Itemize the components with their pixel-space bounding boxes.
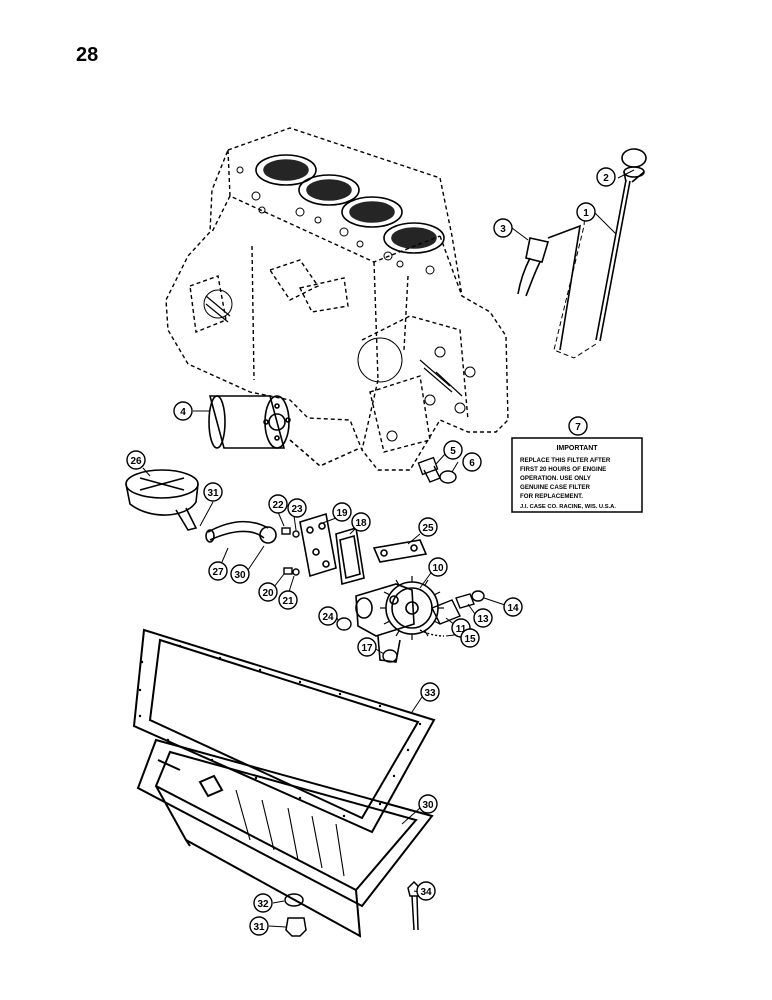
callout-number: 27 [212, 567, 224, 578]
callout-23: 25 [418, 517, 438, 537]
callout-14: 15 [460, 628, 480, 648]
decal-line: REPLACE THIS FILTER AFTER [520, 457, 611, 464]
decal-line: GENUINE CASE FILTER [520, 484, 591, 491]
callout-1: 1 [576, 202, 596, 222]
washer-6 [439, 470, 457, 484]
callout-number: 32 [257, 899, 269, 910]
callout-number: 24 [322, 612, 334, 623]
callout-24: 26 [126, 450, 146, 470]
callout-number: 7 [575, 422, 581, 433]
callout-25: 27 [208, 561, 228, 581]
callout-number: 17 [361, 643, 373, 654]
callout-3: 3 [493, 218, 513, 238]
callout-12: 13 [473, 608, 493, 628]
gasket-texture [138, 644, 422, 818]
callout-number: 4 [180, 407, 186, 418]
callout-34: 34 [416, 881, 436, 901]
callout-21: 23 [287, 498, 307, 518]
callout-number: 14 [507, 603, 519, 614]
drain-plug-5 [417, 456, 441, 483]
leader-lines [142, 169, 635, 928]
gasket-23 [372, 539, 428, 563]
callout-4: 4 [173, 401, 193, 421]
callout-16: 18 [351, 512, 371, 532]
callout-19: 21 [278, 590, 298, 610]
callout-number: 30 [422, 800, 434, 811]
callout-22: 24 [318, 606, 338, 626]
callout-number: 25 [422, 523, 434, 534]
callout-number: 3 [500, 224, 506, 235]
callout-number: 10 [432, 563, 444, 574]
callout-number: 6 [469, 458, 475, 469]
pump-cover [299, 512, 337, 578]
oil-pickup-tube [205, 520, 277, 544]
callout-10: 10 [428, 557, 448, 577]
callout-number: 31 [253, 922, 265, 933]
drain-plug-31 [285, 917, 307, 937]
callout-number: 20 [262, 588, 274, 599]
decal-title: IMPORTANT [556, 445, 598, 452]
relief-valve-parts [419, 590, 485, 637]
dipstick [595, 148, 647, 342]
decal-line: FIRST 20 HOURS OF ENGINE [520, 466, 606, 473]
callout-number: 21 [282, 596, 294, 607]
callout-number: 22 [272, 500, 284, 511]
callout-7: 7 [568, 416, 588, 436]
small-fittings [281, 527, 300, 576]
oil-filter [208, 395, 361, 467]
oil-pan-shading [235, 789, 345, 877]
decal-line: J.I. CASE CO. RACINE, WIS. U.S.A. [520, 504, 616, 510]
oil-pan-gasket [132, 628, 436, 834]
filter-decal: IMPORTANT REPLACE THIS FILTER AFTER FIRS… [511, 437, 643, 513]
o-ring-22 [336, 617, 352, 631]
block-bolt-holes [203, 166, 476, 442]
callout-15: 17 [357, 637, 377, 657]
o-ring-15 [382, 649, 398, 663]
callout-30: 30 [418, 794, 438, 814]
callout-number: 13 [477, 614, 489, 625]
callout-number: 19 [336, 508, 348, 519]
oil-pump-screen [125, 469, 199, 531]
callout-6: 6 [462, 452, 482, 472]
pump-gasket [335, 526, 365, 586]
callout-number: 1 [583, 208, 589, 219]
callout-18: 20 [258, 582, 278, 602]
callout-31: 31 [249, 916, 269, 936]
callout-number: 15 [464, 634, 476, 645]
page-number: 28 [76, 44, 99, 66]
callout-number: 23 [291, 504, 303, 515]
callout-32: 32 [253, 893, 273, 913]
block-shading [205, 295, 463, 397]
callout-20: 22 [268, 494, 288, 514]
callout-13: 14 [503, 597, 523, 617]
callout-number: 5 [450, 446, 456, 457]
oil-pan [136, 738, 434, 938]
callout-number: 33 [424, 688, 436, 699]
callout-number: 30 [234, 570, 246, 581]
callout-2: 2 [596, 167, 616, 187]
callout-5: 5 [443, 440, 463, 460]
callout-26: 30 [230, 564, 250, 584]
callout-17: 19 [332, 502, 352, 522]
decal-line: FOR REPLACEMENT. [520, 493, 583, 500]
callout-27: 31 [203, 482, 223, 502]
cylinder-bores [255, 154, 445, 254]
callout-number: 26 [130, 456, 142, 467]
decal-line: OPERATION. USE ONLY [520, 475, 592, 482]
callout-number: 11 [456, 624, 467, 635]
washer-32 [284, 893, 304, 907]
callout-number: 2 [603, 173, 609, 184]
dipstick-tube [517, 224, 582, 351]
callout-33: 33 [420, 682, 440, 702]
callout-number: 34 [420, 887, 432, 898]
callout-number: 31 [207, 488, 219, 499]
callout-number: 18 [355, 518, 367, 529]
engine-block [165, 127, 509, 471]
